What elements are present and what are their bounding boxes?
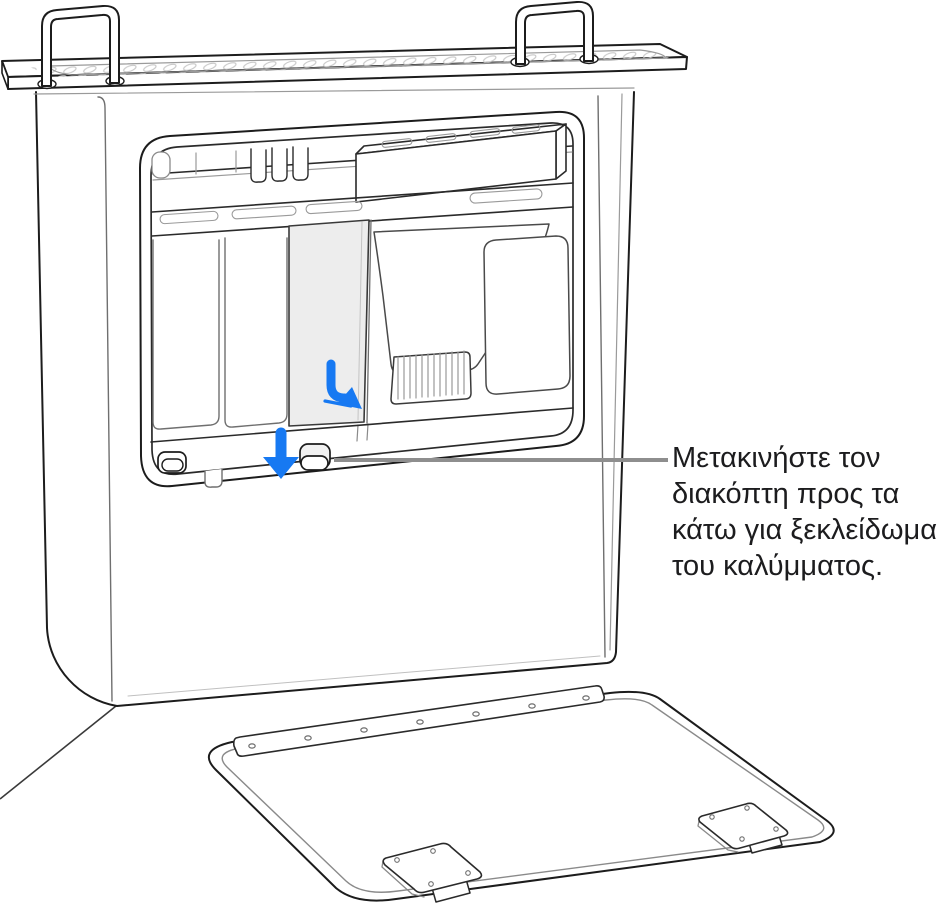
body-top-edge <box>34 88 634 94</box>
bottom-ledge <box>151 408 573 442</box>
module-vent-slot <box>470 128 500 137</box>
rail-end-cap <box>152 152 170 178</box>
frame-notch <box>205 469 222 487</box>
panel-inner-line <box>222 699 824 892</box>
handle-bar <box>42 6 119 86</box>
shelf-slot <box>232 206 296 219</box>
right-corner-crease <box>598 96 605 657</box>
shelf-slot <box>160 211 218 224</box>
side-panel <box>209 686 834 902</box>
psu-vent <box>391 351 471 404</box>
handle-bar <box>516 2 593 64</box>
callout-text-line-2: διακόπτη προς τα <box>672 478 900 510</box>
rail-clip <box>272 148 287 181</box>
right-access-door <box>484 236 570 394</box>
callout-text-line-1: Μετακινήστε τον <box>672 442 881 474</box>
latch-rotate-arrow-icon <box>325 364 362 409</box>
slide-down-arrow-icon <box>263 433 299 479</box>
top-grille-lattice <box>30 50 672 77</box>
module-vent-slot <box>382 138 412 147</box>
top-handle-left <box>38 6 124 89</box>
rail-clip <box>251 149 266 182</box>
shelf-slot <box>470 189 543 204</box>
panel-latch-right <box>698 803 788 853</box>
pcie-slot-area <box>153 238 287 429</box>
callout-text-line-4: του καλύμματος. <box>672 550 884 582</box>
right-edge-inner-line <box>610 94 622 650</box>
module-vent-slot <box>426 133 456 142</box>
callout-text: Μετακινήστε τον διακόπτη προς τα κάτω γι… <box>672 440 950 584</box>
pcie-bay <box>225 238 287 427</box>
shelf-slot <box>306 201 362 214</box>
tower-bottom-highlight <box>128 656 600 696</box>
lid-left-tip <box>2 61 8 89</box>
left-corner-crease <box>98 97 112 701</box>
panel-latch-left <box>382 843 481 902</box>
callout-text-line-3: κάτω για ξεκλείδωμα <box>672 514 937 546</box>
side-access-opening <box>140 112 584 487</box>
panel-outline <box>209 692 834 901</box>
rail-clip <box>293 147 308 180</box>
lid-rim-inset <box>50 50 666 75</box>
pcie-bay <box>153 240 219 429</box>
module-box <box>356 124 566 202</box>
panel-screw-rail <box>234 686 604 756</box>
floor-line <box>0 706 116 799</box>
lock-switch-left <box>158 452 186 473</box>
module-vent-slot <box>512 124 540 133</box>
tower-silhouette <box>36 92 634 706</box>
dimm-cover-strip <box>289 220 371 441</box>
lock-switch <box>300 444 330 470</box>
top-handle-right <box>511 2 598 67</box>
